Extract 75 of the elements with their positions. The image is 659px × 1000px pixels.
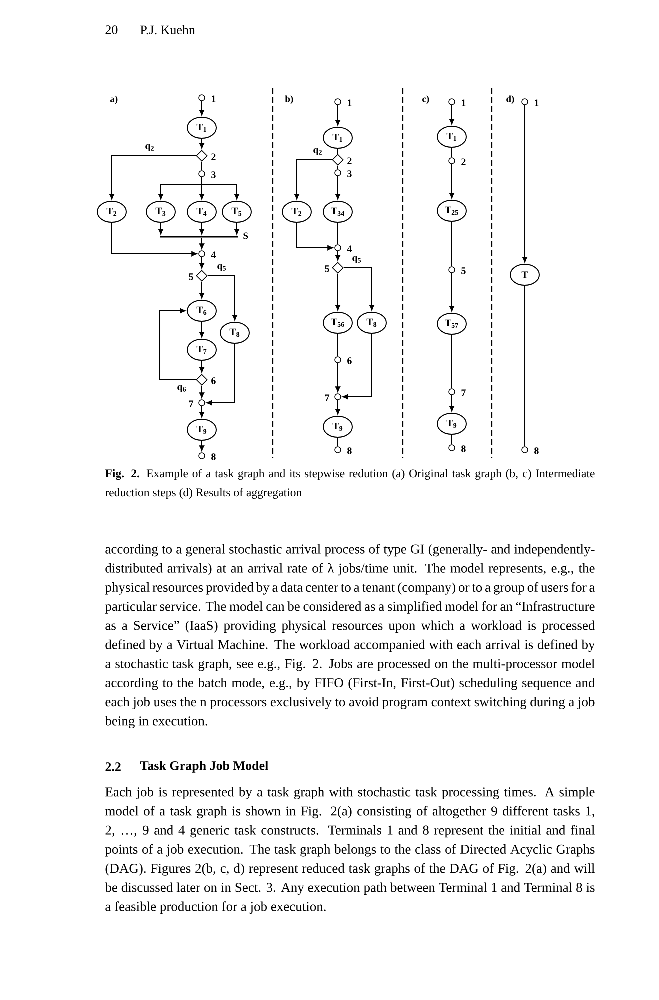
arrow <box>199 138 205 149</box>
terminal-number: 4 <box>211 252 216 258</box>
connector-line <box>524 286 526 448</box>
terminal-number: 6 <box>348 358 352 364</box>
arrow <box>160 308 197 380</box>
terminal-number: 1 <box>462 100 466 106</box>
terminal-number: 7 <box>325 394 330 402</box>
arrow <box>199 322 205 338</box>
terminal-number: 6 <box>212 378 216 384</box>
section-heading: Task Graph Job Model <box>140 761 268 773</box>
terminal-number: 3 <box>348 170 352 178</box>
arrow <box>335 362 341 392</box>
arrow <box>207 276 238 321</box>
edge-label: q$_{5}$ <box>351 256 363 264</box>
arrow <box>199 238 205 250</box>
terminal-number: 8 <box>212 454 216 460</box>
arrow <box>449 272 455 312</box>
terminal-number: 8 <box>348 448 352 454</box>
arrow <box>335 176 341 200</box>
page-header: 20 <box>106 26 118 34</box>
arrow <box>335 400 341 415</box>
arrow <box>234 222 240 235</box>
arrow <box>206 344 236 406</box>
arrow <box>202 176 240 200</box>
terminal-number: 2 <box>348 158 352 164</box>
arrow <box>449 104 455 125</box>
paragraph: Each job is represented by a task graph with stochastic task processing times. A simple model of a task graph is shown in Fig. 2(a) consisting of altogether 9 different tasks 1, 2, …, 9 and 4 generic task constructs. Terminals 1 and 8 represent the initial and final points of a job execution. The task graph belongs to the class of Directed Acyclic Graphs (DAG). Figures 2(b, c, d) represent reduced task graphs of the DAG of Fig. 2(a) and will be discussed later on in Sect. 3. Any execution path between Terminal 1 and Terminal 8 is a feasible production for a job execution. <box>105 787 595 914</box>
arrow <box>199 406 205 418</box>
terminal-number: 1 <box>535 100 539 106</box>
arrow <box>199 440 205 452</box>
panel-label: b) <box>285 96 294 104</box>
panel-label: S <box>244 232 248 240</box>
paragraph: according to a general stochastic arrival process of type GI (generally- and independently-distributed arrivals) at an arrival rate of λ jobs/time unit. The model represents, e.g., the physical resources provided by a data center to a tenant (company) or to a group of users for a particular service. The model can be considered as a simplified model for an “Infrastructure as a Service” (IaaS) providing physical resources upon which a workload is processed defined by a Virtual Machine. The workload accompanied with each arrival is defined by a stochastic task graph, see e.g., Fig. 2. Jobs are processed on the multi-processor model according to the batch mode, e.g., by FIFO (First-In, First-Out) scheduling sequence and each job uses the n processors exclusively to avoid program context switching during a job being in execution. <box>105 544 596 729</box>
terminal-number: 2 <box>462 158 466 166</box>
terminal-number: 3 <box>212 172 216 178</box>
arrow <box>449 394 455 412</box>
arrow <box>335 250 341 261</box>
arrow <box>199 222 205 235</box>
arrow <box>158 222 164 235</box>
section-heading: 2.2 <box>106 762 121 772</box>
terminal-number: 1 <box>348 100 352 106</box>
arrow <box>294 160 333 200</box>
panel-label: c) <box>422 96 430 104</box>
panel-label: a) <box>110 96 118 104</box>
arrow <box>112 222 198 257</box>
panel-label: d) <box>506 96 514 104</box>
arrow <box>522 104 528 263</box>
arrow <box>449 164 455 199</box>
arrow <box>199 100 205 116</box>
arrow <box>343 268 375 311</box>
terminal-number: 7 <box>189 400 194 408</box>
page-header: P.J. Kuehn <box>140 25 196 35</box>
edge-label: q$_{2}$ <box>144 144 156 152</box>
arrow <box>199 281 205 299</box>
edge-label: q$_{2}$ <box>312 148 324 156</box>
arrow <box>335 273 341 311</box>
arrow <box>199 360 205 373</box>
terminal-number: 8 <box>534 448 539 454</box>
arrow <box>199 256 205 269</box>
terminal-number: 2 <box>212 154 216 160</box>
terminal-number: 5 <box>189 274 194 280</box>
terminal-number: 8 <box>462 446 466 452</box>
arrow <box>342 334 372 400</box>
arrow <box>335 104 341 126</box>
terminal-number: 7 <box>462 390 466 396</box>
terminal-number: 5 <box>325 266 330 272</box>
arrow <box>296 222 334 251</box>
arrow <box>199 385 205 398</box>
edge-label: q$_{6}$ <box>176 384 188 394</box>
terminal-number: 4 <box>347 246 352 252</box>
figure-caption: Fig. 2. Example of a task graph and its stepwise redution (a) Original task graph (b, c) Intermediate reduction steps (d) Results of aggregation <box>105 469 595 500</box>
arrow <box>109 156 197 200</box>
edge-label: q$_{5}$ <box>216 264 228 272</box>
terminal-number: 1 <box>212 96 216 102</box>
terminal-number: 5 <box>462 268 466 274</box>
